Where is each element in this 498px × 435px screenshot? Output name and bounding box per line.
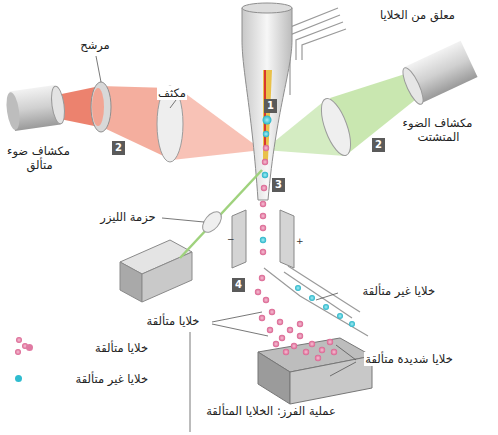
legend-swatch [15,375,22,382]
part-label: حزمة الليزر [92,210,164,224]
cell [263,145,269,151]
cell [291,343,297,349]
callout-number: 2 [112,141,125,155]
cell [260,249,266,255]
laser [120,170,262,302]
cell [319,347,325,353]
cell [259,275,265,281]
cell [269,309,275,315]
cell [260,237,266,243]
svg-text:+: + [296,236,304,246]
svg-text:−: − [227,234,235,244]
part-label: مكشاف ضوء متألق [4,144,74,173]
cell [263,297,269,303]
deflection-plates: − + [227,210,304,268]
cell [262,159,268,165]
cell [260,201,266,207]
cell [260,213,266,219]
cell [259,315,265,321]
cell [327,339,333,345]
cell [261,185,267,191]
callout-number: 4 [232,278,245,292]
callout-number: 2 [372,138,385,152]
cell [349,321,355,327]
cell [263,131,269,137]
cell [263,116,272,125]
cell [331,349,337,355]
part-label: خلايا متألقة [132,314,214,328]
collection-tubes [264,266,368,336]
cell [309,341,315,347]
part-label: خلايا شديدة متألقة [354,352,464,366]
cell [297,333,303,339]
cell [309,295,315,301]
cell [283,349,289,355]
cell [337,313,343,319]
cell [323,304,329,310]
callout-number: 3 [272,178,285,192]
cell [295,285,301,291]
cell [315,355,321,361]
nozzle [242,8,292,200]
cell [279,335,285,341]
filter [91,82,111,132]
cell [273,341,279,347]
cell [255,289,261,295]
legend-text: خلايا متألقة [38,341,148,355]
part-label: مكشاف الضوء المتشتت [388,116,488,145]
callout-number: 1 [264,99,277,113]
cell [267,327,273,333]
cell [297,321,303,327]
cell [277,319,283,325]
cell [260,225,266,231]
cell [262,172,268,178]
caption: عملية الفرز: الخلايا المتألقة [196,404,346,418]
part-label: مرشح [70,38,120,52]
legend-swatch [26,344,33,351]
scatter-lens [315,95,356,159]
scatter-detector [399,41,477,107]
part-label: مكثف [148,86,196,100]
cell [303,349,309,355]
cell [287,327,293,333]
part-label: معلق من الخلايا [360,8,456,22]
fluorescence-detector [4,85,66,131]
part-label: خلايا غير متألقة [336,284,436,298]
collection-box [258,338,372,404]
legend-text: خلايا غير متألقة [38,372,148,386]
